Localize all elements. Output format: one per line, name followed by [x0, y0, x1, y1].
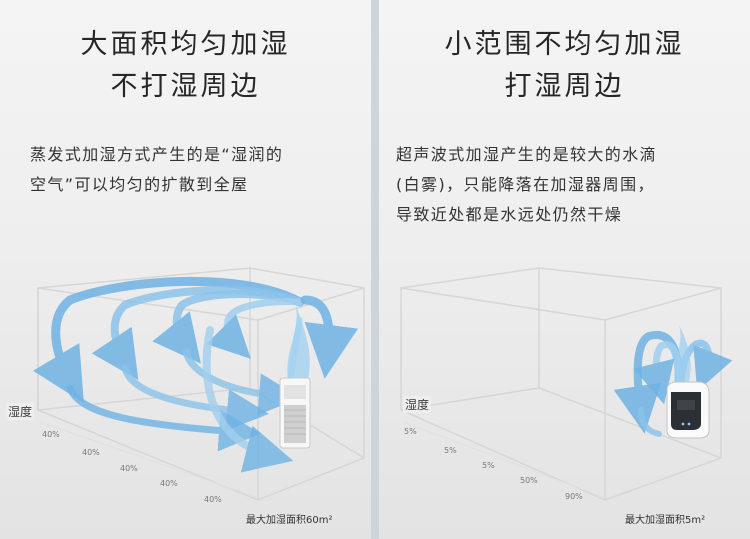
right-area-label: 最大加湿面积5m²	[625, 515, 706, 526]
right-room-diagram	[400, 267, 733, 501]
left-title-line2: 不打湿周边	[110, 71, 261, 102]
right-title-line2: 打湿周边	[504, 71, 625, 102]
left-tick-4: 40%	[160, 479, 178, 488]
left-tick-3: 40%	[120, 464, 138, 473]
right-humidity-label: 湿度	[403, 396, 432, 413]
right-title-line1: 小范围不均匀加湿	[444, 29, 685, 60]
ultrasonic-panel: 小范围不均匀加湿 打湿周边 超声波式加湿产生的是较大的水滴 (白雾)，只能降落在…	[379, 0, 750, 539]
left-room-diagram	[32, 267, 365, 501]
right-tick-4: 50%	[520, 476, 538, 485]
panel-divider	[371, 0, 379, 539]
right-desc-line3: 导致近处都是水远处仍然干燥	[396, 205, 623, 224]
left-tick-2: 40%	[82, 448, 100, 457]
right-tick-1: 5%	[404, 427, 417, 436]
right-mist-plume	[674, 325, 691, 388]
left-airflow-arrows	[32, 276, 359, 473]
right-tick-5: 90%	[565, 492, 583, 501]
left-tick-5: 40%	[204, 495, 222, 504]
right-room-box	[400, 267, 722, 501]
ultrasonic-humidifier-icon	[666, 381, 710, 439]
left-area-label: 最大加湿面积60m²	[246, 515, 333, 526]
left-desc-line2: 空气”可以均匀的扩散到全屋	[30, 175, 249, 194]
left-humidity-label: 湿度	[6, 403, 35, 420]
evaporative-panel: 大面积均匀加湿 不打湿周边 蒸发式加湿方式产生的是“湿润的 空气”可以均匀的扩散…	[0, 0, 371, 539]
right-desc-line1: 超声波式加湿产生的是较大的水滴	[396, 145, 658, 164]
left-description: 蒸发式加湿方式产生的是“湿润的 空气”可以均匀的扩散到全屋	[30, 140, 365, 200]
left-desc-line1: 蒸发式加湿方式产生的是“湿润的	[30, 145, 284, 164]
left-title-line1: 大面积均匀加湿	[80, 29, 291, 60]
right-desc-line2: (白雾)，只能降落在加湿器周围，	[396, 175, 655, 194]
right-description: 超声波式加湿产生的是较大的水滴 (白雾)，只能降落在加湿器周围， 导致近处都是水…	[396, 140, 741, 230]
right-tick-3: 5%	[482, 461, 495, 470]
left-mist-plume	[287, 305, 310, 380]
left-tick-1: 40%	[42, 430, 60, 439]
right-tick-2: 5%	[444, 446, 457, 455]
tower-humidifier-icon	[279, 377, 311, 449]
